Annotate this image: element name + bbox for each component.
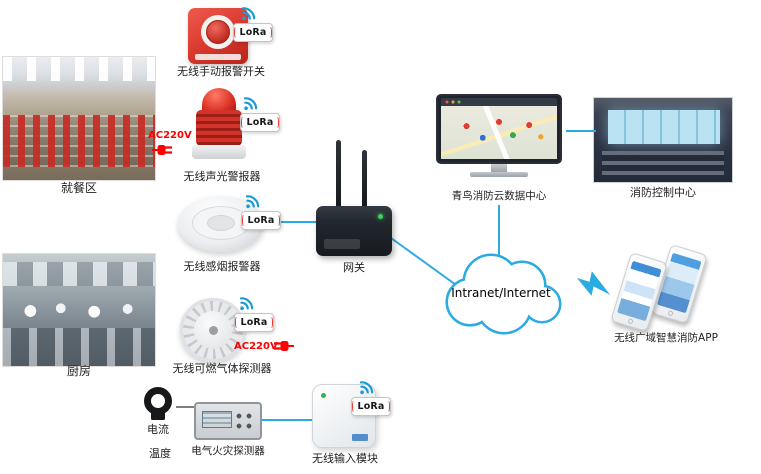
smoke-detector-center xyxy=(207,215,235,231)
lora-badge: LoRa xyxy=(240,113,280,132)
home-button xyxy=(626,318,634,325)
wifi-signal-icon xyxy=(239,189,266,216)
browser-bar xyxy=(441,98,557,106)
kitchen-photo xyxy=(3,254,155,366)
strobe-dome xyxy=(202,88,236,112)
module-led xyxy=(321,393,326,398)
internet-label: Intranet/Internet xyxy=(451,286,551,300)
lora-badge: LoRa xyxy=(233,23,273,42)
call-point-button xyxy=(206,20,230,44)
gateway-device xyxy=(316,140,392,258)
gateway-box xyxy=(316,206,392,256)
kitchen-chefs xyxy=(3,294,155,328)
monitor-screen xyxy=(436,94,562,164)
lora-badge-text: LoRa xyxy=(357,401,385,412)
siren-grille xyxy=(196,110,242,146)
mobile-app-phones xyxy=(610,244,722,332)
cloud-data-center-label: 青鸟消防云数据中心 xyxy=(451,190,547,202)
dining-area-label: 就餐区 xyxy=(60,181,97,195)
detector-lcd xyxy=(202,411,232,428)
sound-light-alarm-device xyxy=(192,88,246,168)
lora-badge: LoRa xyxy=(241,211,281,230)
gateway-faceplate xyxy=(324,239,360,249)
gateway-led xyxy=(378,214,383,219)
wifi-signal-icon xyxy=(353,375,380,402)
gateway-label: 网关 xyxy=(343,261,365,274)
cloud-data-center-monitor xyxy=(436,94,562,180)
home-button xyxy=(666,310,674,317)
monitor-stand xyxy=(491,164,507,172)
lora-badge-text: LoRa xyxy=(240,317,268,328)
map-view xyxy=(441,106,557,159)
manual-call-point-label: 无线手动报警开关 xyxy=(177,65,265,78)
lora-badge: LoRa xyxy=(234,313,274,332)
input-module-label: 无线输入模块 xyxy=(312,452,378,465)
wifi-signal-icon xyxy=(233,291,260,318)
control-room-photo xyxy=(594,98,732,182)
lora-badge: LoRa xyxy=(351,397,391,416)
dining-area-photo xyxy=(3,57,155,180)
video-wall xyxy=(608,110,720,144)
mobile-app-label: 无线广域智慧消防APP xyxy=(614,332,718,344)
siren-base xyxy=(192,145,246,159)
ac220v-label: AC220V xyxy=(148,130,192,141)
electrical-fire-detector-device xyxy=(194,402,262,440)
operator-desks xyxy=(602,151,724,177)
fire-control-center-label: 消防控制中心 xyxy=(630,186,696,199)
power-plug-icon xyxy=(152,142,174,158)
lightning-link-icon xyxy=(573,263,616,306)
monitor-base xyxy=(470,172,528,177)
temperature-input-label: 温度 xyxy=(149,447,171,460)
kitchen-counters xyxy=(3,328,155,366)
module-logo xyxy=(352,434,368,441)
lora-badge-text: LoRa xyxy=(246,117,274,128)
kitchen-hoods xyxy=(3,262,155,286)
sound-light-alarm-label: 无线声光警报器 xyxy=(183,170,261,183)
gas-detector-cap xyxy=(194,311,232,349)
antenna-icon xyxy=(336,140,341,210)
electrical-fire-detector-label: 电气火灾探测器 xyxy=(191,445,265,457)
kitchen-label: 厨房 xyxy=(66,364,91,378)
smoke-detector-label: 无线感烟报警器 xyxy=(183,260,261,273)
call-point-label-strip xyxy=(195,54,241,60)
current-transformer-icon xyxy=(138,386,178,422)
call-point-ring xyxy=(201,15,235,49)
lora-badge-text: LoRa xyxy=(239,27,267,38)
power-plug-icon xyxy=(272,338,294,354)
ceiling-lights xyxy=(3,57,155,81)
gas-detector-label: 无线可燃气体探测器 xyxy=(172,362,272,375)
lora-badge-text: LoRa xyxy=(247,215,275,226)
manual-call-point-device xyxy=(188,8,248,64)
input-module-device xyxy=(312,384,376,448)
antenna-icon xyxy=(362,150,367,210)
dining-tables-chairs xyxy=(3,115,155,167)
gas-detector-sensor xyxy=(208,325,218,335)
ac220v-label: AC220V xyxy=(234,341,278,352)
wifi-signal-icon xyxy=(237,91,264,118)
wifi-signal-icon xyxy=(235,1,262,28)
current-input-label: 电流 xyxy=(147,423,169,436)
internet-cloud xyxy=(445,253,562,335)
detector-buttons xyxy=(234,411,256,431)
